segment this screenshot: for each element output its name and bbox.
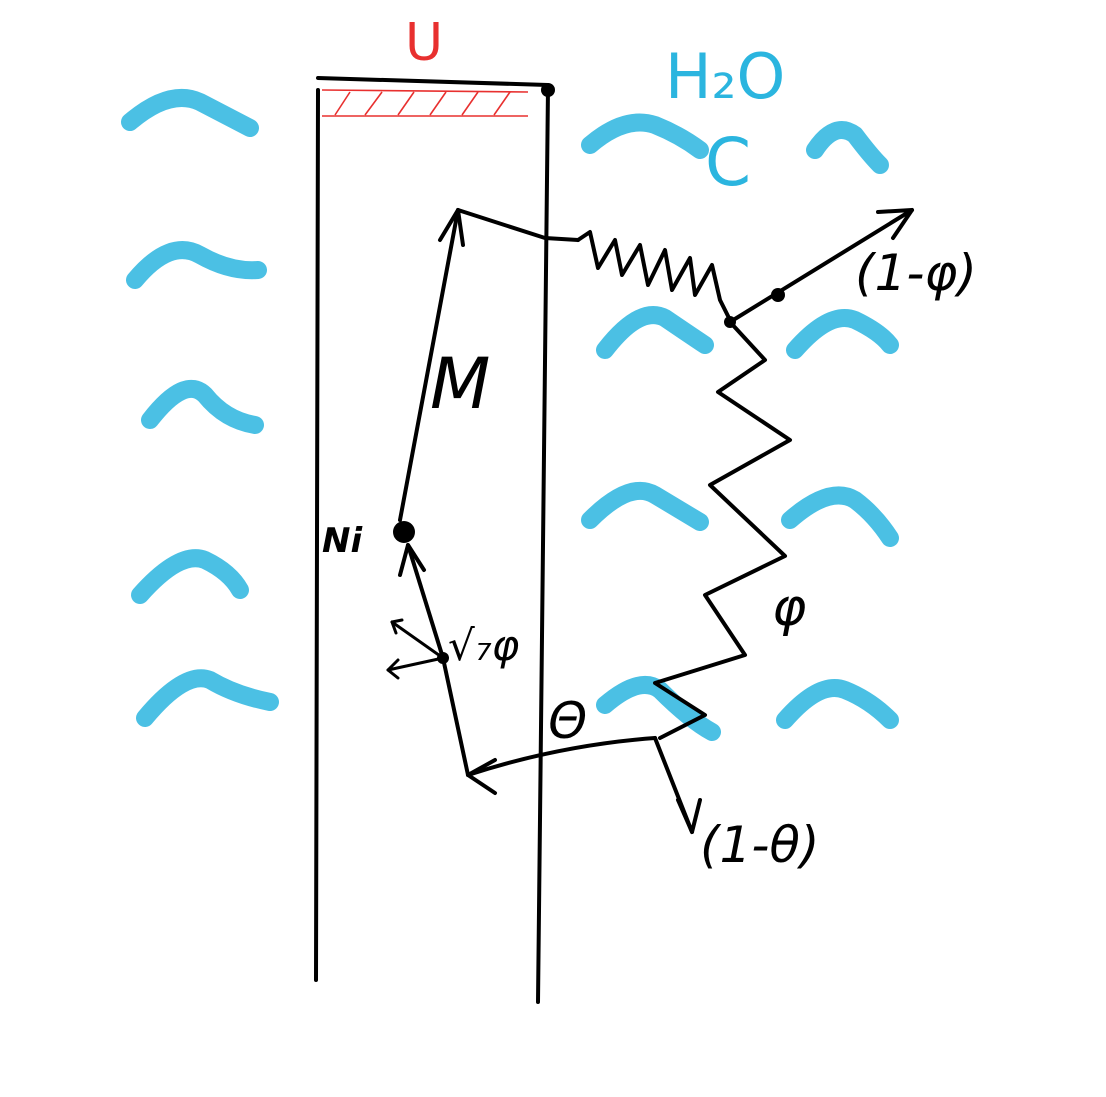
electrode-left-edge (314, 88, 320, 982)
spring-horizontal (576, 230, 732, 322)
junction-dot (724, 316, 736, 328)
branch-dot (771, 288, 785, 302)
spring-vertical (653, 320, 792, 740)
water-waves (121, 88, 899, 741)
electrode-hatch (321, 89, 529, 117)
label-phi: φ (772, 578, 806, 638)
m-arrow-line (398, 208, 460, 522)
h2o-label: H₂O (665, 40, 785, 113)
top-connector (456, 208, 580, 242)
label-vector: √₇φ (448, 621, 520, 670)
water-wave (121, 88, 259, 137)
water-wave (141, 379, 264, 434)
return-arrowhead (466, 758, 497, 795)
electrode-right-edge (536, 86, 550, 1004)
water-wave (126, 241, 267, 289)
water-wave (596, 676, 721, 741)
top-label-u: U (405, 13, 443, 73)
water-wave (806, 121, 889, 174)
electrode-top-edge (316, 76, 550, 87)
water-wave (776, 679, 899, 729)
water-wave (136, 669, 279, 727)
water-wave (786, 309, 899, 359)
electrode: U (314, 13, 555, 1004)
one-minus-phi-arrow-line (728, 208, 914, 324)
water-wave (596, 306, 714, 359)
water-wave (581, 482, 709, 531)
ni-dot (393, 521, 415, 543)
region-label-c: C (705, 124, 751, 201)
small-arrow-l (386, 656, 445, 672)
label-one-minus-phi: (1-φ) (855, 244, 977, 302)
bottom-left-edge (441, 656, 470, 777)
small-arrow-ul-head (390, 618, 404, 635)
electrode-corner-dot (541, 83, 555, 97)
medium-labels: H₂O C (665, 40, 785, 201)
diagram-labels: M Ni √₇φ (1-φ) φ Θ (1-θ) (322, 244, 977, 874)
water-wave (131, 549, 249, 604)
small-arrow-l-head (386, 658, 400, 680)
label-m: M (430, 343, 490, 425)
one-minus-phi-arrowhead (876, 208, 914, 240)
label-theta: Θ (548, 692, 587, 750)
one-minus-theta-arrowhead (676, 798, 702, 834)
small-arrow-ul (390, 620, 445, 660)
label-one-minus-theta: (1-θ) (700, 816, 819, 874)
water-wave (581, 113, 709, 159)
reaction-cycle (386, 208, 914, 834)
water-wave (781, 486, 899, 547)
ni-arrow-line (406, 543, 445, 660)
return-arrow-line (466, 736, 657, 777)
label-ni: Ni (322, 521, 363, 561)
ni-arrowhead (398, 543, 426, 577)
